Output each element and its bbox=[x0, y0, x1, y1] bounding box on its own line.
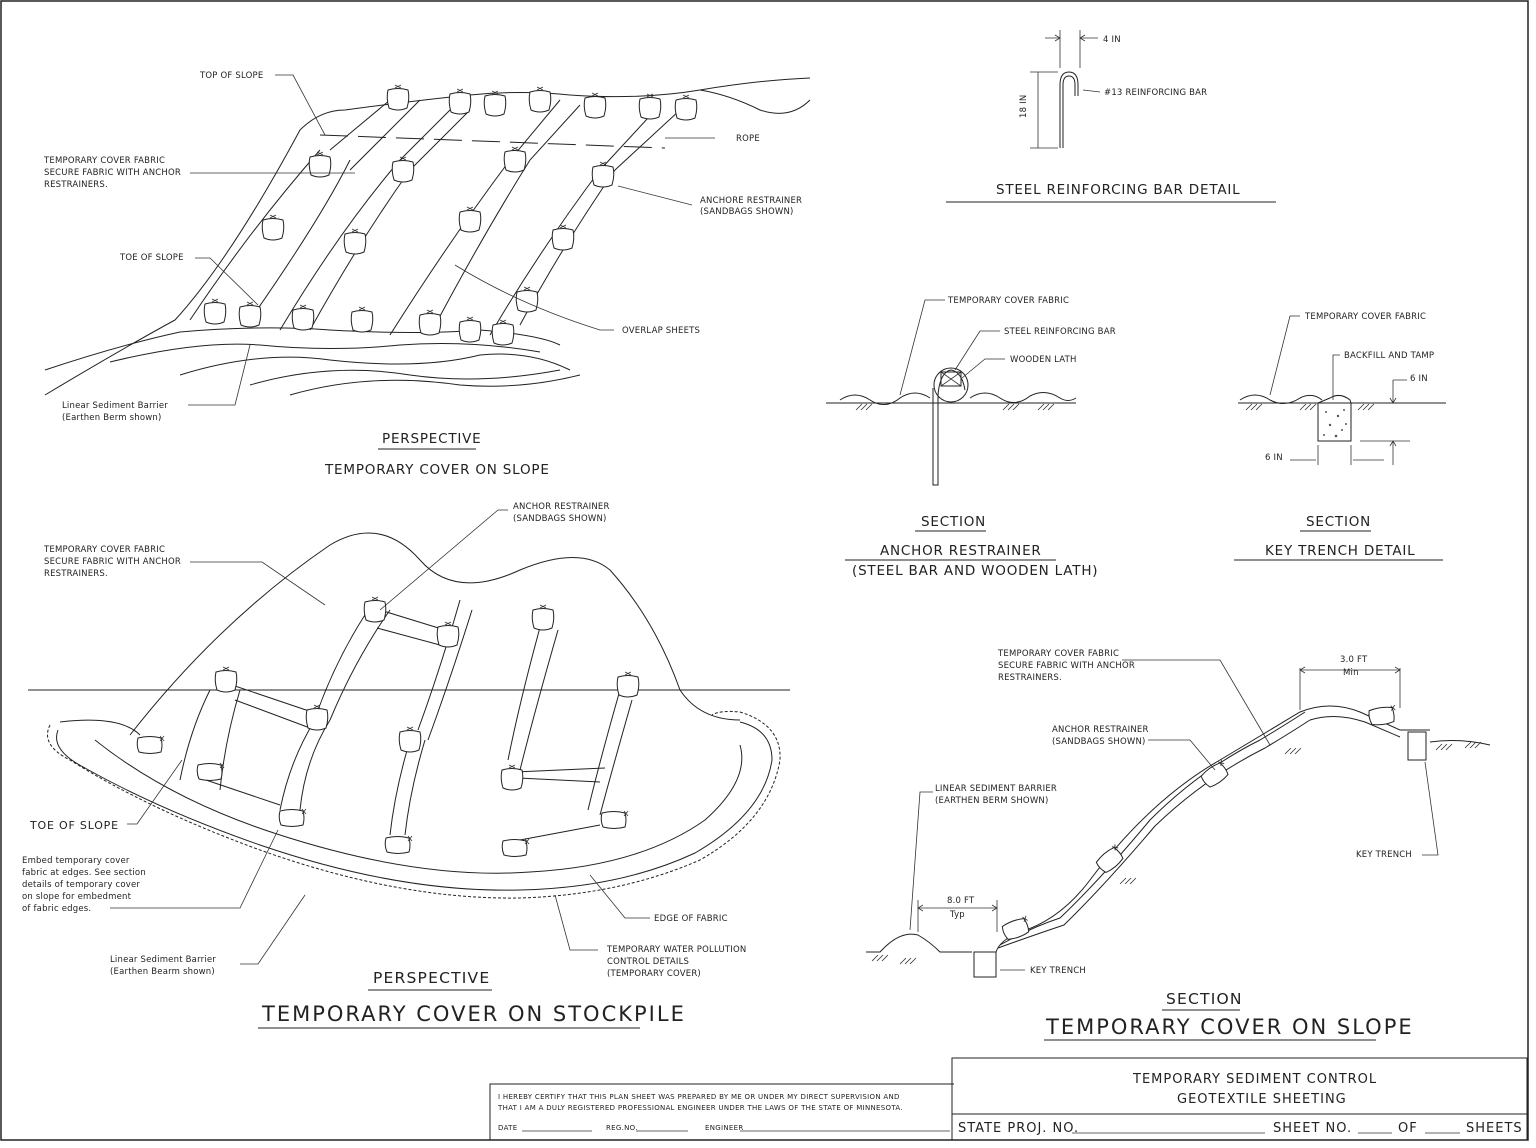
stockpile-label-fabric-2: SECURE FABRIC WITH ANCHOR bbox=[44, 557, 181, 567]
stockpile-label-anchor-2: (SANDBAGS SHOWN) bbox=[513, 514, 607, 524]
label-fabric-line-2: SECURE FABRIC WITH ANCHOR bbox=[44, 168, 181, 178]
stockpile-label-anchor-1: ANCHOR RESTRAINER bbox=[513, 502, 610, 512]
cert-engineer-label: ENGINEER bbox=[705, 1124, 744, 1132]
title-block-line-1: TEMPORARY SEDIMENT CONTROL bbox=[1132, 1072, 1377, 1087]
label-fabric-line-1: TEMPORARY COVER FABRIC bbox=[43, 156, 165, 166]
slope-label-barrier-2: (EARTHEN BERM SHOWN) bbox=[935, 796, 1049, 806]
stockpile-label-embed-2: fabric at edges. See section bbox=[22, 868, 146, 878]
label-fabric-line-3: RESTRAINERS. bbox=[44, 180, 108, 190]
cert-line-1: I HEREBY CERTIFY THAT THIS PLAN SHEET WA… bbox=[498, 1093, 900, 1101]
title-block-sheet-label: SHEET NO. bbox=[1273, 1121, 1352, 1136]
slope-label-key-trench-right: KEY TRENCH bbox=[1356, 850, 1412, 860]
stockpile-label-toe: TOE OF SLOPE bbox=[29, 819, 119, 832]
stockpile-label-fabric-1: TEMPORARY COVER FABRIC bbox=[43, 545, 165, 555]
slope-dim-bottom-sub: Typ bbox=[949, 910, 965, 920]
trench-label-fabric: TEMPORARY COVER FABRIC bbox=[1304, 312, 1426, 322]
stockpile-label-embed-5: of fabric edges. bbox=[22, 904, 91, 914]
key-trench-section: TEMPORARY COVER FABRIC BACKFILL AND TAMP… bbox=[1234, 312, 1446, 561]
label-anchor-line-1: ANCHORE RESTRAINER bbox=[700, 196, 802, 206]
title-block: TEMPORARY SEDIMENT CONTROL GEOTEXTILE SH… bbox=[951, 1057, 1528, 1141]
stockpile-label-twp-1: TEMPORARY WATER POLLUTION bbox=[606, 945, 746, 955]
slope-dim-bottom: 8.0 FT bbox=[947, 896, 975, 906]
stockpile-label-embed-3: details of temporary cover bbox=[22, 880, 140, 890]
slope-label-key-trench-left: KEY TRENCH bbox=[1030, 966, 1086, 976]
perspective-stockpile-labels: ANCHOR RESTRAINER (SANDBAGS SHOWN) TEMPO… bbox=[22, 502, 746, 1029]
perspective-slope-labels: TOP OF SLOPE ROPE TEMPORARY COVER FABRIC… bbox=[43, 71, 802, 478]
heading-perspective-slope: PERSPECTIVE bbox=[382, 431, 482, 447]
label-barrier-line-2: (Earthen Berm shown) bbox=[62, 413, 162, 423]
stockpile-label-barrier-1: Linear Sediment Barrier bbox=[110, 955, 216, 965]
rebar-height-dim: 18 IN bbox=[1019, 95, 1029, 118]
anchor-label-bar: STEEL REINFORCING BAR bbox=[1004, 327, 1116, 337]
label-rope: ROPE bbox=[736, 134, 760, 144]
title-block-of-label: OF bbox=[1398, 1121, 1418, 1136]
title-block-proj-label: STATE PROJ. NO. bbox=[958, 1121, 1079, 1136]
cert-reg-label: REG.NO. bbox=[606, 1124, 638, 1132]
certification-block: I HEREBY CERTIFY THAT THIS PLAN SHEET WA… bbox=[489, 1083, 954, 1140]
label-top-of-slope: TOP OF SLOPE bbox=[199, 71, 263, 81]
heading-key-trench-section: SECTION bbox=[1306, 514, 1371, 530]
title-rebar-detail: STEEL REINFORCING BAR DETAIL bbox=[996, 182, 1240, 198]
anchor-label-fabric: TEMPORARY COVER FABRIC bbox=[947, 296, 1069, 306]
anchor-restrainer-section: TEMPORARY COVER FABRIC STEEL REINFORCING… bbox=[826, 296, 1116, 579]
cert-date-label: DATE bbox=[498, 1124, 517, 1132]
title-anchor-restrainer: ANCHOR RESTRAINER bbox=[880, 543, 1042, 559]
title-temporary-cover-on-slope: TEMPORARY COVER ON SLOPE bbox=[324, 462, 550, 478]
stockpile-label-barrier-2: (Earthen Bearm shown) bbox=[110, 967, 215, 977]
slope-dim-top: 3.0 FT bbox=[1340, 655, 1368, 665]
trench-label-backfill: BACKFILL AND TAMP bbox=[1344, 351, 1434, 361]
title-block-sheets-label: SHEETS bbox=[1466, 1121, 1523, 1136]
perspective-stockpile-drawing bbox=[28, 509, 790, 965]
trench-depth-dim: 6 IN bbox=[1410, 374, 1428, 384]
stockpile-label-twp-2: CONTROL DETAILS bbox=[607, 957, 689, 967]
label-barrier-line-1: Linear Sediment Barrier bbox=[62, 401, 168, 411]
heading-slope-section: SECTION bbox=[1166, 990, 1243, 1008]
slope-label-fabric-3: RESTRAINERS. bbox=[998, 673, 1062, 683]
slope-label-fabric-2: SECURE FABRIC WITH ANCHOR bbox=[998, 661, 1135, 671]
anchor-label-lath: WOODEN LATH bbox=[1010, 355, 1077, 365]
stockpile-label-twp-3: (TEMPORARY COVER) bbox=[607, 969, 701, 979]
rebar-detail-drawing: 4 IN 18 IN #13 REINFORCING BAR STEEL REI… bbox=[946, 30, 1276, 203]
slope-label-fabric-1: TEMPORARY COVER FABRIC bbox=[997, 649, 1119, 659]
slope-label-anchor-1: ANCHOR RESTRAINER bbox=[1052, 725, 1149, 735]
rebar-bar-label: #13 REINFORCING BAR bbox=[1104, 88, 1207, 98]
title-temporary-cover-on-stockpile: TEMPORARY COVER ON STOCKPILE bbox=[261, 1002, 686, 1026]
slope-dim-top-sub: Min bbox=[1343, 668, 1359, 678]
rebar-width-dim: 4 IN bbox=[1103, 35, 1121, 45]
label-overlap-sheets: OVERLAP SHEETS bbox=[622, 326, 700, 336]
slope-section-drawing: TEMPORARY COVER FABRIC SECURE FABRIC WIT… bbox=[866, 649, 1491, 1041]
perspective-slope-drawing bbox=[44, 74, 811, 406]
stockpile-label-edge: EDGE OF FABRIC bbox=[654, 914, 728, 924]
label-anchor-line-2: (SANDBAGS SHOWN) bbox=[700, 207, 794, 217]
stockpile-label-fabric-3: RESTRAINERS. bbox=[44, 569, 108, 579]
slope-label-barrier-1: LINEAR SEDIMENT BARRIER bbox=[935, 784, 1057, 794]
stockpile-label-embed-1: Embed temporary cover bbox=[22, 856, 130, 866]
title-key-trench-detail: KEY TRENCH DETAIL bbox=[1265, 543, 1416, 559]
heading-perspective-stockpile: PERSPECTIVE bbox=[373, 969, 490, 987]
title-section-temporary-cover-on-slope: TEMPORARY COVER ON SLOPE bbox=[1045, 1015, 1414, 1039]
trench-width-dim: 6 IN bbox=[1265, 453, 1283, 463]
label-toe-of-slope: TOE OF SLOPE bbox=[119, 253, 184, 263]
title-block-line-2: GEOTEXTILE SHEETING bbox=[1177, 1092, 1347, 1107]
subtitle-anchor-restrainer: (STEEL BAR AND WOODEN LATH) bbox=[852, 563, 1098, 579]
cert-line-2: THAT I AM A DULY REGISTERED PROFESSIONAL… bbox=[497, 1104, 903, 1112]
heading-anchor-section: SECTION bbox=[921, 514, 986, 530]
slope-label-anchor-2: (SANDBAGS SHOWN) bbox=[1052, 737, 1146, 747]
stockpile-label-embed-4: on slope for embedment bbox=[22, 892, 132, 902]
